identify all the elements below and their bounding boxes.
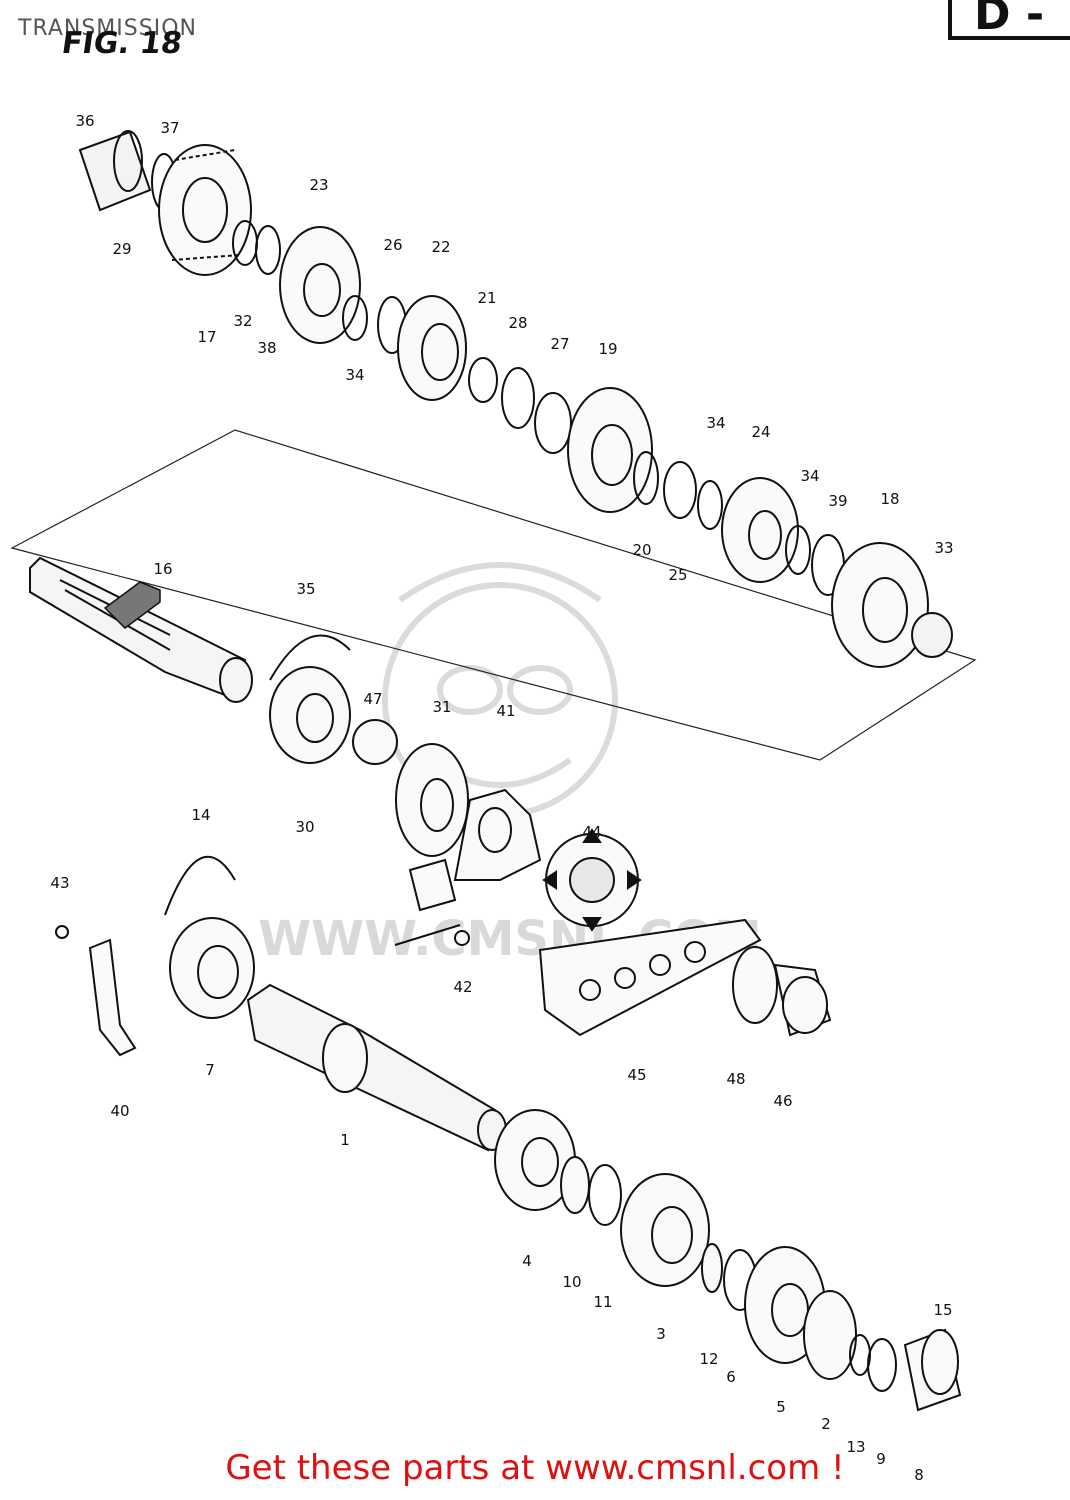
- part-label-p1: 1: [340, 1131, 350, 1149]
- part-label-p36: 36: [75, 112, 94, 130]
- part-label-p10: 10: [562, 1273, 581, 1291]
- part-label-p47: 47: [363, 690, 382, 708]
- part-label-p33: 33: [934, 539, 953, 557]
- part-label-p18: 18: [880, 490, 899, 508]
- part-label-p41: 41: [496, 702, 515, 720]
- part-label-p35: 35: [296, 580, 315, 598]
- main-shaft-1: [246, 983, 507, 1152]
- part-label-p29: 29: [112, 240, 131, 258]
- part-label-p26: 26: [383, 236, 402, 254]
- part-label-p13: 13: [846, 1438, 865, 1456]
- part-label-p45: 45: [627, 1066, 646, 1084]
- part-label-p5: 5: [776, 1398, 786, 1416]
- part-label-p23: 23: [309, 176, 328, 194]
- part-label-p24: 24: [751, 423, 770, 441]
- part-label-p34b: 34: [706, 414, 725, 432]
- part-label-p9: 9: [876, 1450, 886, 1468]
- part-label-p38: 38: [257, 339, 276, 357]
- part-label-p17: 17: [197, 328, 216, 346]
- part-label-p32: 32: [233, 312, 252, 330]
- part-label-p40: 40: [110, 1102, 129, 1120]
- part-label-p16: 16: [153, 560, 172, 578]
- part-label-p34c: 34: [800, 467, 819, 485]
- part-label-p19: 19: [598, 340, 617, 358]
- part-label-p11: 11: [593, 1293, 612, 1311]
- page-title: TRANSMISSION: [18, 16, 197, 41]
- drive-chain-45: [538, 918, 762, 1037]
- mainshaft-gears: [494, 1109, 962, 1412]
- front-arrow-icon: [103, 581, 161, 629]
- part-label-p20: 20: [632, 541, 651, 559]
- part-label-p2: 2: [821, 1415, 831, 1433]
- section-badge: D -: [948, 0, 1070, 40]
- part-label-p8: 8: [914, 1466, 924, 1484]
- part-label-p37: 37: [160, 119, 179, 137]
- countershaft-assembly: [78, 130, 953, 668]
- drive-sprocket-44: [542, 828, 642, 932]
- part-label-p31: 31: [432, 698, 451, 716]
- part-label-p28: 28: [508, 314, 527, 332]
- part-label-p3: 3: [656, 1325, 666, 1343]
- part-label-p6: 6: [726, 1368, 736, 1386]
- part-label-p27: 27: [550, 335, 569, 353]
- part-label-p42: 42: [453, 978, 472, 996]
- countershaft-16: [29, 556, 253, 703]
- footer-parts-link[interactable]: Get these parts at www.cmsnl.com !: [225, 1448, 845, 1488]
- part-label-p7: 7: [205, 1061, 215, 1079]
- part-label-p48: 48: [726, 1070, 745, 1088]
- part-label-p15: 15: [933, 1301, 952, 1319]
- part-label-p34a: 34: [345, 366, 364, 384]
- part-label-p43: 43: [50, 874, 69, 892]
- bearing-group-7: [55, 855, 255, 1057]
- assembly-boundary: [10, 429, 977, 761]
- part-label-p39: 39: [828, 492, 847, 510]
- part-label-p12: 12: [699, 1350, 718, 1368]
- part-label-p44: 44: [582, 823, 601, 841]
- part-label-p46: 46: [773, 1092, 792, 1110]
- part-label-p25: 25: [668, 566, 687, 584]
- part-label-p30: 30: [295, 818, 314, 836]
- part-label-p14: 14: [191, 806, 210, 824]
- part-label-p4: 4: [522, 1252, 532, 1270]
- part-label-p22: 22: [431, 238, 450, 256]
- part-label-p21: 21: [477, 289, 496, 307]
- oil-seal-bearing-46-48: [732, 946, 832, 1037]
- bearing-group-30: [269, 634, 542, 946]
